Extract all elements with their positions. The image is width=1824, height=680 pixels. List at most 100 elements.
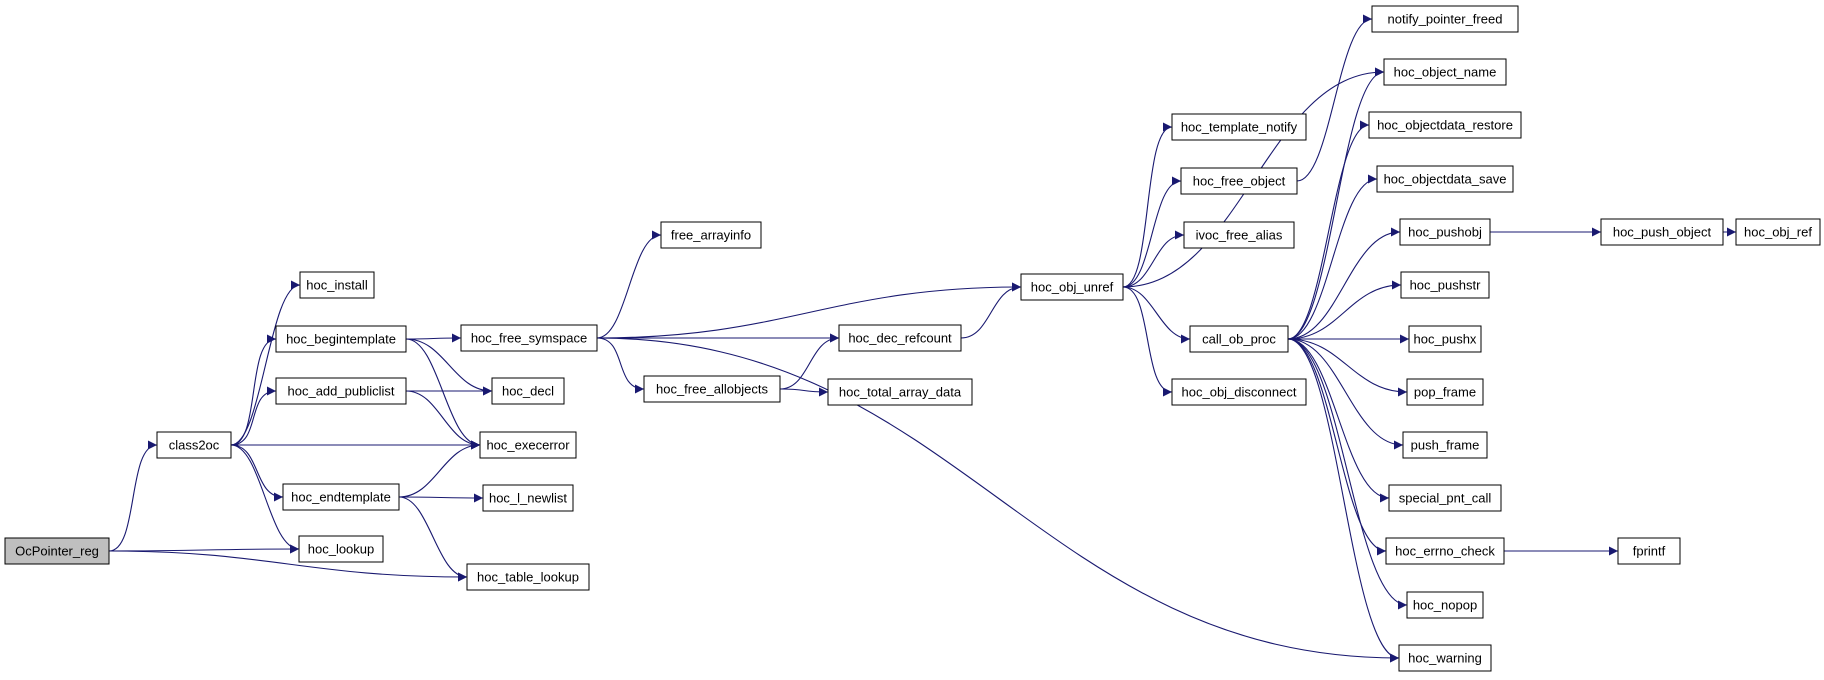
edge-hoc_begintemplate-to-hoc_execerror xyxy=(405,338,481,450)
node-hoc_objectdata_save[interactable]: hoc_objectdata_save xyxy=(1376,165,1514,193)
node-label: hoc_objectdata_save xyxy=(1384,172,1507,187)
node-box xyxy=(643,375,781,403)
node-hoc_endtemplate[interactable]: hoc_endtemplate xyxy=(282,483,400,511)
node-label: hoc_dec_refcount xyxy=(848,331,952,346)
node-pop_frame[interactable]: pop_frame xyxy=(1406,378,1484,406)
node-label: hoc_free_object xyxy=(1193,174,1286,189)
edge-hoc_dec_refcount-to-hoc_obj_unref xyxy=(960,282,1022,339)
node-OcPointer_reg[interactable]: OcPointer_reg xyxy=(4,537,110,565)
node-box xyxy=(1408,325,1482,353)
node-box xyxy=(1388,484,1502,512)
node-free_arrayinfo[interactable]: free_arrayinfo xyxy=(660,221,762,249)
node-hoc_obj_disconnect[interactable]: hoc_obj_disconnect xyxy=(1171,378,1307,406)
node-box xyxy=(1180,167,1298,195)
node-hoc_nopop[interactable]: hoc_nopop xyxy=(1406,591,1484,619)
node-hoc_errno_check[interactable]: hoc_errno_check xyxy=(1385,537,1505,565)
node-hoc_lookup[interactable]: hoc_lookup xyxy=(298,535,384,563)
node-label: push_frame xyxy=(1411,438,1480,453)
edge-hoc_endtemplate-to-hoc_l_newlist xyxy=(398,493,484,503)
node-hoc_pushobj[interactable]: hoc_pushobj xyxy=(1399,218,1491,246)
node-class2oc[interactable]: class2oc xyxy=(156,431,232,459)
node-box xyxy=(1398,644,1492,672)
node-hoc_pushstr[interactable]: hoc_pushstr xyxy=(1400,271,1490,299)
node-hoc_template_notify[interactable]: hoc_template_notify xyxy=(1171,113,1307,141)
node-box xyxy=(827,378,973,406)
edge-hoc_obj_unref-to-hoc_obj_disconnect xyxy=(1122,286,1173,397)
nodes-layer: OcPointer_reg class2oc hoc_install hoc_begi… xyxy=(4,5,1821,672)
node-label: hoc_lookup xyxy=(308,542,375,557)
edge-call_ob_proc-to-hoc_nopop xyxy=(1287,338,1408,610)
node-call_ob_proc[interactable]: call_ob_proc xyxy=(1189,325,1289,353)
node-box xyxy=(1406,378,1484,406)
edge-class2oc-to-hoc_lookup xyxy=(230,444,300,554)
edge-hoc_free_symspace-to-free_arrayinfo xyxy=(596,230,662,339)
edge-hoc_endtemplate-to-hoc_table_lookup xyxy=(398,496,468,582)
node-box xyxy=(1617,537,1681,565)
node-hoc_add_publiclist[interactable]: hoc_add_publiclist xyxy=(275,377,407,405)
node-push_frame[interactable]: push_frame xyxy=(1402,431,1488,459)
node-box xyxy=(1368,111,1522,139)
node-box xyxy=(1402,431,1488,459)
node-box xyxy=(1171,113,1307,141)
node-box xyxy=(275,377,407,405)
node-notify_pointer_freed[interactable]: notify_pointer_freed xyxy=(1371,5,1519,33)
node-box xyxy=(1371,5,1519,33)
node-label: hoc_obj_ref xyxy=(1744,225,1812,240)
node-hoc_objectdata_restore[interactable]: hoc_objectdata_restore xyxy=(1368,111,1522,139)
node-hoc_free_symspace[interactable]: hoc_free_symspace xyxy=(460,324,598,352)
node-label: hoc_execerror xyxy=(486,438,570,453)
node-hoc_decl[interactable]: hoc_decl xyxy=(491,377,565,405)
node-label: free_arrayinfo xyxy=(671,228,751,243)
node-ivoc_free_alias[interactable]: ivoc_free_alias xyxy=(1183,221,1295,249)
node-box xyxy=(1020,273,1124,301)
node-hoc_free_object[interactable]: hoc_free_object xyxy=(1180,167,1298,195)
edge-hoc_begintemplate-to-hoc_decl xyxy=(405,338,493,396)
edge-class2oc-to-hoc_begintemplate xyxy=(230,334,277,446)
edge-OcPointer_reg-to-hoc_table_lookup xyxy=(108,550,468,582)
node-label: hoc_object_name xyxy=(1394,65,1497,80)
edge-call_ob_proc-to-hoc_pushstr xyxy=(1287,280,1402,340)
node-special_pnt_call[interactable]: special_pnt_call xyxy=(1388,484,1502,512)
node-hoc_table_lookup[interactable]: hoc_table_lookup xyxy=(466,563,590,591)
node-box xyxy=(838,324,962,352)
edge-call_ob_proc-to-push_frame xyxy=(1287,338,1404,450)
node-box xyxy=(298,535,384,563)
node-hoc_free_allobjects[interactable]: hoc_free_allobjects xyxy=(643,375,781,403)
edge-hoc_obj_unref-to-call_ob_proc xyxy=(1122,286,1191,344)
edge-call_ob_proc-to-hoc_object_name xyxy=(1287,67,1385,340)
node-hoc_l_newlist[interactable]: hoc_l_newlist xyxy=(482,484,574,512)
node-hoc_install[interactable]: hoc_install xyxy=(299,271,375,299)
node-hoc_dec_refcount[interactable]: hoc_dec_refcount xyxy=(838,324,962,352)
node-hoc_push_object[interactable]: hoc_push_object xyxy=(1600,218,1724,246)
node-box xyxy=(1385,537,1505,565)
node-hoc_begintemplate[interactable]: hoc_begintemplate xyxy=(275,325,407,353)
node-box xyxy=(1600,218,1724,246)
node-label: class2oc xyxy=(169,438,220,453)
node-label: hoc_free_allobjects xyxy=(656,382,769,397)
node-hoc_object_name[interactable]: hoc_object_name xyxy=(1383,58,1507,86)
edge-OcPointer_reg-to-hoc_lookup xyxy=(108,544,300,554)
node-hoc_warning[interactable]: hoc_warning xyxy=(1398,644,1492,672)
node-hoc_obj_unref[interactable]: hoc_obj_unref xyxy=(1020,273,1124,301)
node-hoc_pushx[interactable]: hoc_pushx xyxy=(1408,325,1482,353)
node-box xyxy=(460,324,598,352)
node-box xyxy=(1406,591,1484,619)
node-box xyxy=(660,221,762,249)
node-label: hoc_push_object xyxy=(1613,225,1712,240)
node-label: hoc_obj_disconnect xyxy=(1182,385,1297,400)
node-hoc_execerror[interactable]: hoc_execerror xyxy=(479,431,577,459)
edge-hoc_add_publiclist-to-hoc_execerror xyxy=(405,390,481,450)
node-hoc_obj_ref[interactable]: hoc_obj_ref xyxy=(1735,218,1821,246)
node-box xyxy=(1399,218,1491,246)
edge-class2oc-to-hoc_install xyxy=(230,280,301,446)
node-box xyxy=(275,325,407,353)
node-label: hoc_template_notify xyxy=(1181,120,1298,135)
edge-hoc_free_symspace-to-hoc_free_allobjects xyxy=(596,337,645,394)
node-label: OcPointer_reg xyxy=(15,544,99,559)
edge-call_ob_proc-to-hoc_objectdata_restore xyxy=(1287,120,1370,340)
edge-class2oc-to-hoc_add_publiclist xyxy=(230,386,277,446)
node-fprintf[interactable]: fprintf xyxy=(1617,537,1681,565)
edge-call_ob_proc-to-special_pnt_call xyxy=(1287,338,1390,503)
node-hoc_total_array_data[interactable]: hoc_total_array_data xyxy=(827,378,973,406)
edge-hoc_obj_unref-to-hoc_free_object xyxy=(1122,176,1182,288)
